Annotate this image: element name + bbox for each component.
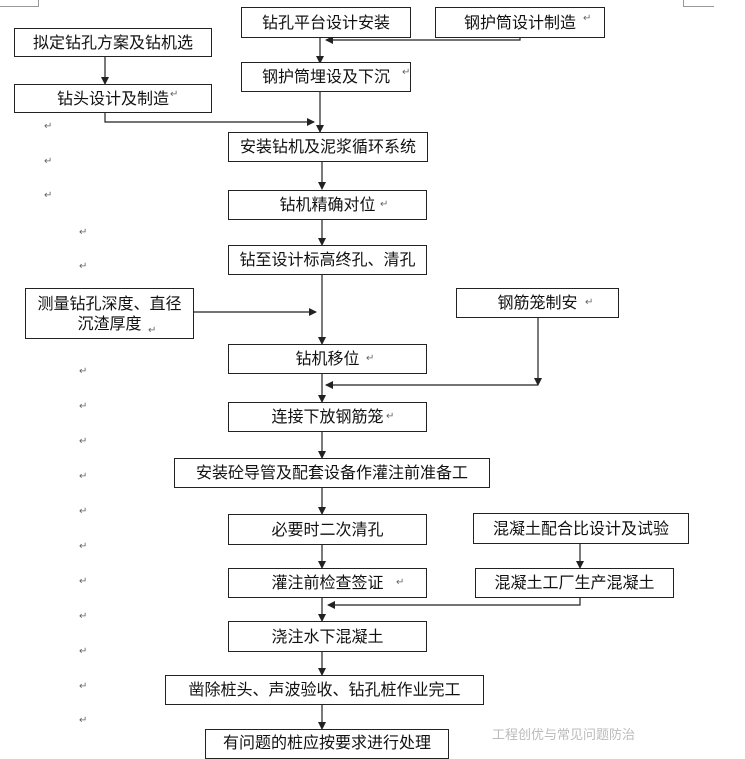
step-rig-alignment: 钻机精确对位 <box>228 190 427 220</box>
paragraph-mark: ↵ <box>79 261 88 272</box>
step-label: 混凝土配合比设计及试验 <box>492 518 669 538</box>
page-corner-mark-right <box>683 0 714 7</box>
paragraph-mark: ↵ <box>148 325 157 336</box>
step-label: 钻至设计标高终孔、清孔 <box>239 250 416 269</box>
arrow-s5-merge <box>104 113 315 126</box>
paragraph-mark: ↵ <box>79 471 88 482</box>
step-label: 有问题的桩应按要求进行处理 <box>222 733 431 752</box>
step-label: 必要时二次清孔 <box>271 519 384 539</box>
step-concrete-production: 混凝土工厂生产混凝土 <box>475 568 674 598</box>
step-label: 安装砼导管及配套设备作灌注前准备工 <box>195 463 468 482</box>
step-label: 钢护筒埋设及下沉 <box>261 67 390 86</box>
paragraph-mark: ↵ <box>380 199 389 210</box>
step-install-rig: 安装钻机及泥浆循环系统 <box>228 132 428 162</box>
step-install-tremie: 安装砼导管及配套设备作灌注前准备工 <box>174 458 490 488</box>
paragraph-mark: ↵ <box>44 190 53 201</box>
paragraph-mark: ↵ <box>79 715 88 726</box>
paragraph-mark: ↵ <box>79 401 88 412</box>
paragraph-mark: ↵ <box>79 611 88 622</box>
step-underwater-pour: 浇注水下混凝土 <box>228 621 427 652</box>
step-rebar-cage: 钢筋笼制安 <box>456 288 619 318</box>
paragraph-mark: ↵ <box>79 681 88 692</box>
page-corner-mark-left <box>0 0 39 7</box>
step-label: 钢筋笼制安 <box>497 293 578 312</box>
arrow-s2-merge <box>325 36 521 44</box>
paragraph-mark: ↵ <box>396 577 405 588</box>
step-lower-rebar-cage: 连接下放钢筋笼 <box>228 402 427 432</box>
watermark-text: 工程创优与常见问题防治 <box>492 728 636 743</box>
paragraph-mark: ↵ <box>79 366 88 377</box>
paragraph-mark: ↵ <box>79 646 88 657</box>
step-steel-casing-design: 钢护筒设计制造 <box>435 7 605 38</box>
step-label: 浇注水下混凝土 <box>271 626 384 646</box>
step-label: 钻机移位 <box>295 349 360 368</box>
arrow-s17-merge <box>327 598 581 609</box>
paragraph-mark: ↵ <box>585 297 594 308</box>
step-label: 灌注前检查签证 <box>271 573 384 592</box>
step-drilling-platform: 钻孔平台设计安装 <box>241 7 411 38</box>
paragraph-mark: ↵ <box>79 227 88 238</box>
step-label: 混凝土工厂生产混凝土 <box>494 573 655 592</box>
step-label: 凿除桩头、声波验收、钻孔桩作业完工 <box>188 680 461 699</box>
paragraph-mark: ↵ <box>79 436 88 447</box>
paragraph-mark: ↵ <box>583 13 592 24</box>
step-second-cleaning: 必要时二次清孔 <box>228 514 427 545</box>
paragraph-mark: ↵ <box>366 353 375 364</box>
step-label: 测量钻孔深度、直径沉渣厚度 <box>37 293 182 333</box>
step-drilling-plan: 拟定钻孔方案及钻机选 <box>14 28 212 57</box>
paragraph-mark: ↵ <box>44 156 53 167</box>
step-drill-bit-design: 钻头设计及制造 <box>14 84 212 113</box>
step-rig-relocation: 钻机移位 <box>228 344 427 374</box>
step-pre-pour-inspection: 灌注前检查签证 <box>228 568 427 598</box>
step-label: 钻孔平台设计安装 <box>261 12 390 32</box>
step-label: 拟定钻孔方案及钻机选 <box>32 32 193 52</box>
step-measure-borehole: 测量钻孔深度、直径沉渣厚度 <box>25 288 194 339</box>
step-defect-handling: 有问题的桩应按要求进行处理 <box>205 729 449 759</box>
step-label: 连接下放钢筋笼 <box>271 407 384 426</box>
step-casing-embedding: 钢护筒埋设及下沉 <box>241 62 411 92</box>
step-label: 钻机精确对位 <box>279 195 376 214</box>
paragraph-mark: ↵ <box>170 89 179 100</box>
step-label: 钢护筒设计制造 <box>463 12 576 32</box>
paragraph-mark: ↵ <box>386 411 395 422</box>
paragraph-mark: ↵ <box>79 506 88 517</box>
paragraph-mark: ↵ <box>402 67 411 78</box>
step-concrete-mix-design: 混凝土配合比设计及试验 <box>473 513 689 544</box>
step-label: 钻头设计及制造 <box>56 88 169 108</box>
paragraph-mark: ↵ <box>79 576 88 587</box>
step-pile-completion: 凿除桩头、声波验收、钻孔桩作业完工 <box>165 675 484 705</box>
flow-connectors <box>101 36 584 730</box>
step-label: 安装钻机及泥浆循环系统 <box>239 137 416 156</box>
paragraph-mark: ↵ <box>79 541 88 552</box>
step-drill-to-elevation: 钻至设计标高终孔、清孔 <box>228 245 427 275</box>
paragraph-mark: ↵ <box>44 121 53 132</box>
